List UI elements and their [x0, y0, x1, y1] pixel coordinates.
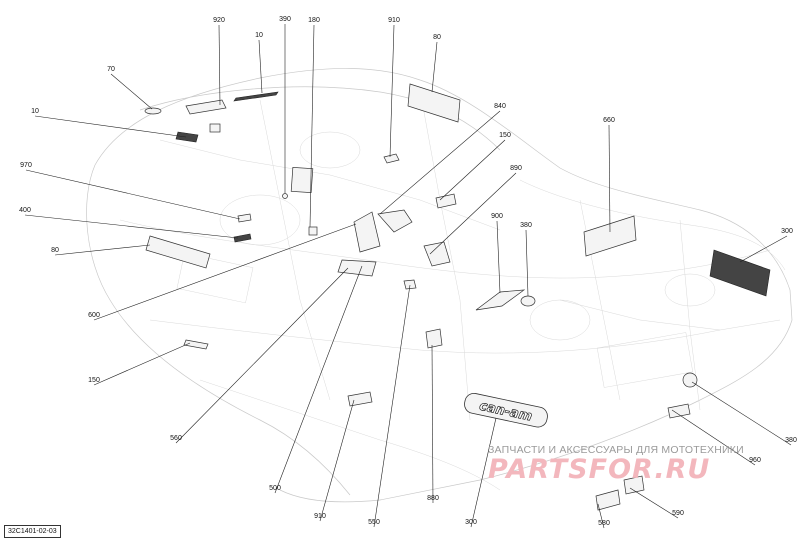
decal-920b: [209, 123, 221, 133]
callout-label-80: 80: [433, 34, 441, 41]
leader-line-840: [379, 110, 501, 215]
leader-line-960: [671, 409, 756, 466]
decal-880: [425, 328, 443, 349]
callout-label-960: 960: [749, 457, 761, 464]
callout-label-900: 900: [491, 213, 503, 220]
leader-line-600: [93, 223, 357, 321]
leader-line-660: [608, 124, 611, 233]
decal-910-top: [383, 153, 400, 164]
leader-line-380: [525, 229, 529, 297]
decal-970: [237, 213, 252, 223]
decal-380-mid: [520, 295, 536, 307]
decal-900: [475, 289, 526, 311]
callout-label-300: 300: [465, 519, 477, 526]
leader-line-70: [110, 73, 153, 110]
leader-line-910: [389, 24, 395, 158]
decal-380-rear: [682, 372, 698, 388]
decal-300-rear: [709, 249, 771, 297]
callout-label-970: 970: [20, 162, 32, 169]
callout-label-550: 550: [368, 519, 380, 526]
drawing-code: 32C1401-02-03: [4, 525, 61, 538]
decal-550-tab: [403, 279, 417, 290]
callout-label-380: 380: [785, 437, 797, 444]
leader-line-380: [691, 381, 792, 446]
decal-660: [583, 215, 637, 257]
decal-80-side: [145, 235, 211, 269]
leader-line-910: [319, 399, 355, 522]
decal-920: [185, 99, 227, 115]
decal-150-top: [435, 193, 457, 209]
leader-line-880: [431, 344, 434, 504]
decal-960: [667, 403, 691, 419]
leader-line-550: [373, 284, 411, 528]
leader-line-560: [175, 267, 349, 444]
leader-line-80: [431, 41, 438, 93]
leader-line-400: [24, 214, 239, 239]
decal-150-low: [183, 339, 209, 350]
callout-label-840: 840: [494, 103, 506, 110]
callout-label-660: 660: [603, 117, 615, 124]
leader-line-150: [439, 139, 506, 201]
leader-line-900: [496, 220, 501, 294]
callout-label-150: 150: [499, 132, 511, 139]
callout-label-80: 80: [51, 247, 59, 254]
leader-line-10: [34, 115, 187, 138]
decal-390: [282, 193, 288, 199]
callout-label-400: 400: [19, 207, 31, 214]
watermark-subtitle: ЗАПЧАСТИ И АКСЕССУАРЫ ДЛЯ МОТОТЕХНИКИ: [488, 444, 744, 456]
callout-label-600: 600: [88, 312, 100, 319]
decal-80-top: [407, 83, 461, 123]
callout-label-70: 70: [107, 66, 115, 73]
leader-line-890: [429, 172, 517, 255]
callout-label-910: 910: [314, 513, 326, 520]
decal-560: [337, 259, 377, 277]
callout-label-910: 910: [388, 17, 400, 24]
callout-label-580: 580: [598, 520, 610, 527]
decal-600: [353, 211, 381, 253]
decal-10-side: [175, 131, 199, 143]
callout-label-180: 180: [308, 17, 320, 24]
leader-line-970: [25, 169, 241, 220]
watermark-logo: PARTSFOR.RU: [488, 454, 711, 485]
callout-label-150: 150: [88, 377, 100, 384]
leader-line-920: [218, 24, 221, 106]
decal-400: [233, 233, 252, 243]
decal-590: [623, 475, 645, 495]
leader-line-580: [597, 503, 605, 529]
watermark: ЗАПЧАСТИ И АКСЕССУАРЫ ДЛЯ МОТОТЕХНИКИ PA…: [488, 444, 788, 485]
callout-label-590: 590: [672, 510, 684, 517]
callout-label-560: 560: [170, 435, 182, 442]
vehicle-outline: [86, 68, 793, 503]
callout-label-380: 380: [520, 222, 532, 229]
callout-label-920: 920: [213, 17, 225, 24]
leader-line-10: [258, 39, 263, 94]
decal-910-low: [347, 391, 373, 407]
decal-10-top: [233, 91, 279, 102]
leader-line-300: [739, 235, 788, 263]
decal-70: [144, 107, 162, 115]
callouts: 920 10 390 180 910 80 70 10 840 150 660 970 890 400 90…: [19, 16, 797, 529]
callout-label-10: 10: [31, 108, 39, 115]
decal-840: [377, 209, 413, 233]
leader-line-500: [274, 265, 363, 494]
callout-label-390: 390: [279, 16, 291, 23]
leader-line-300: [470, 417, 497, 528]
leader-line-590: [629, 487, 679, 519]
decals: can-am: [144, 83, 771, 511]
callout-label-10: 10: [255, 32, 263, 39]
callout-label-500: 500: [269, 485, 281, 492]
decal-can-am-logo: can-am: [464, 392, 548, 428]
callout-label-880: 880: [427, 495, 439, 502]
decal-890: [423, 241, 451, 267]
decal-580: [595, 489, 621, 511]
callout-label-890: 890: [510, 165, 522, 172]
decal-180: [290, 166, 314, 194]
leader-line-80: [54, 244, 151, 256]
callout-label-300: 300: [781, 228, 793, 235]
leader-line-150: [93, 342, 191, 386]
leader-line-180: [309, 24, 315, 228]
decal-circle-lower: [308, 226, 318, 236]
